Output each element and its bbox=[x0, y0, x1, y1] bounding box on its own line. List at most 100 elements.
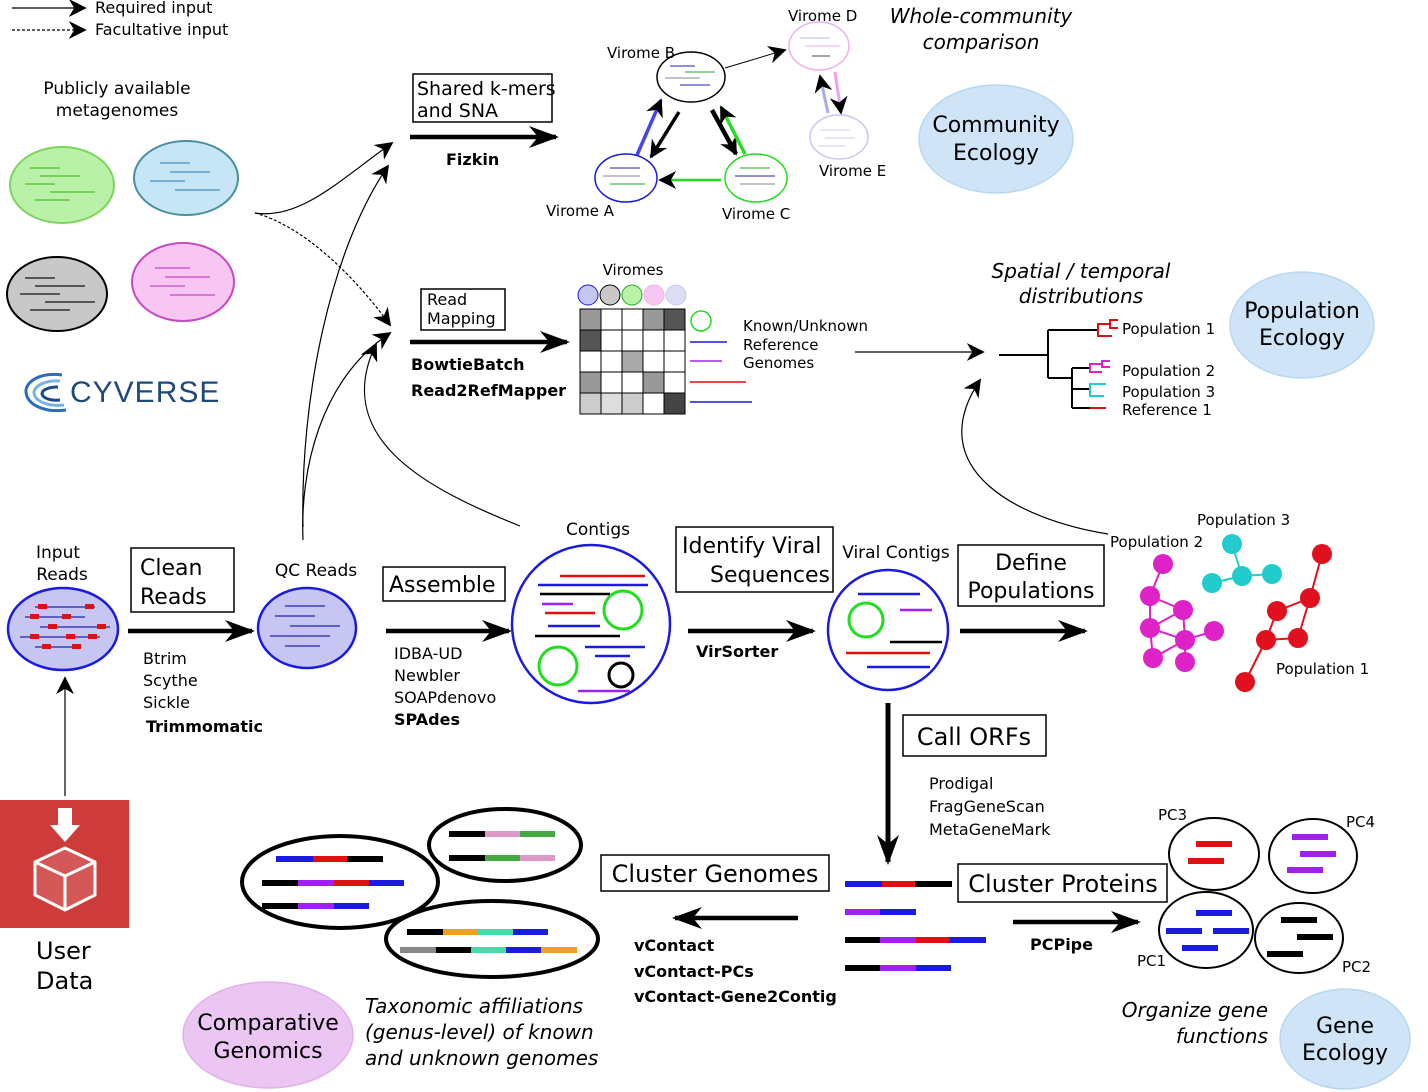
read-mapping-box[interactable] bbox=[420, 288, 506, 331]
genome-tool-3: vContact-Gene2Contig bbox=[634, 987, 837, 1006]
community-ecology-line1: Community bbox=[932, 113, 1059, 138]
matrix-cell bbox=[600, 371, 623, 394]
pc2-label: PC2 bbox=[1342, 958, 1371, 976]
ref-legend-line2: Reference bbox=[743, 336, 819, 354]
metagenome-blue bbox=[133, 140, 239, 216]
matrix-cell bbox=[642, 308, 665, 331]
populations-to-tree-arrow bbox=[961, 378, 1109, 535]
legend-required-label: Required input bbox=[95, 0, 212, 17]
orf-gene-set bbox=[845, 881, 986, 971]
virome-mapping-matrix bbox=[579, 308, 686, 415]
fizkin-box-line2: and SNA bbox=[417, 100, 498, 122]
clean-reads-line2: Reads bbox=[140, 585, 207, 610]
assemble-tool-4: SPAdes bbox=[394, 710, 460, 729]
population-ecology-line2: Ecology bbox=[1259, 326, 1345, 351]
contigs-label: Contigs bbox=[566, 520, 630, 540]
comparative-genomics-line2: Genomics bbox=[213, 1039, 322, 1064]
comparative-genomics-line1: Comparative bbox=[197, 1011, 339, 1036]
pc1-label: PC1 bbox=[1137, 952, 1166, 970]
tree-population-1: Population 1 bbox=[1122, 320, 1215, 338]
contigs-to-mapping-arrow bbox=[360, 342, 521, 527]
matrix-cell bbox=[663, 371, 686, 394]
fizkin-tool: Fizkin bbox=[446, 150, 499, 169]
virome-network: Virome B Virome A Virome C Virome D Viro… bbox=[546, 7, 886, 223]
qc-reads-node bbox=[256, 586, 358, 670]
cyverse-logo-text: CYVERSE bbox=[70, 376, 220, 409]
qc-to-fizkin-arrow bbox=[302, 164, 390, 528]
tree-population-2: Population 2 bbox=[1122, 362, 1215, 380]
define-line1: Define bbox=[995, 551, 1067, 576]
gene-ecology-bubble: Gene Ecology bbox=[1279, 988, 1411, 1090]
genome-tool-1: vContact bbox=[634, 936, 714, 955]
population-3-nodes bbox=[1202, 534, 1282, 593]
virome-c-label: Virome C bbox=[722, 205, 790, 223]
matrix-cell bbox=[579, 329, 602, 352]
user-data-line2: Data bbox=[36, 967, 93, 995]
community-ecology-line2: Ecology bbox=[953, 141, 1039, 166]
identify-viral-box[interactable] bbox=[675, 526, 834, 593]
matrix-cell bbox=[621, 371, 644, 394]
ref-legend-line3: Genomes bbox=[743, 354, 814, 372]
define-line2: Populations bbox=[967, 579, 1094, 604]
matrix-cell bbox=[579, 371, 602, 394]
fizkin-box[interactable] bbox=[412, 73, 553, 123]
matrix-cell bbox=[600, 392, 623, 415]
orf-tool-1: Prodigal bbox=[929, 774, 993, 793]
matrix-cell bbox=[621, 329, 644, 352]
taxonomic-line2: (genus-level) of known bbox=[365, 1020, 594, 1044]
input-reads-node bbox=[6, 586, 120, 672]
clean-tool-4: Trimmomatic bbox=[146, 717, 263, 736]
gene-ecology-line2: Ecology bbox=[1302, 1041, 1388, 1066]
matrix-cell bbox=[579, 308, 602, 331]
cluster-genomes-box[interactable] bbox=[600, 854, 830, 892]
matrix-cell bbox=[621, 392, 644, 415]
assemble-tool-3: SOAPdenovo bbox=[394, 688, 496, 707]
cluster-proteins-label: Cluster Proteins bbox=[968, 870, 1157, 898]
population-ecology-line1: Population bbox=[1244, 299, 1360, 324]
ref-legend-line1: Known/Unknown bbox=[743, 317, 868, 335]
network-population-3: Population 3 bbox=[1197, 511, 1290, 529]
whole-community-line2: comparison bbox=[923, 30, 1040, 54]
public-metagenomes: Publicly available metagenomes bbox=[6, 79, 239, 332]
mapping-tool-1: BowtieBatch bbox=[411, 355, 524, 374]
input-reads-line2: Reads bbox=[36, 565, 88, 585]
mapping-tool-2: Read2RefMapper bbox=[411, 381, 566, 400]
genome-tool-2: vContact-PCs bbox=[634, 962, 754, 981]
virome-a-label: Virome A bbox=[546, 202, 615, 220]
viral-contigs-label: Viral Contigs bbox=[842, 543, 950, 563]
metagenome-green bbox=[9, 146, 115, 224]
viromes-matrix-label: Viromes bbox=[603, 261, 664, 279]
identify-line1: Identify Viral bbox=[682, 534, 821, 559]
network-population-1: Population 1 bbox=[1276, 660, 1369, 678]
tree-population-3: Population 3 bbox=[1122, 383, 1215, 401]
population-network: Population 2 Population 3 Population 1 bbox=[1110, 511, 1369, 692]
pc3-label: PC3 bbox=[1158, 806, 1187, 824]
reference-genome-legend: Known/Unknown Reference Genomes bbox=[690, 310, 868, 403]
matrix-cell bbox=[621, 308, 644, 331]
cyverse-swoosh-icon bbox=[24, 372, 67, 413]
user-data: User Data bbox=[0, 800, 129, 995]
call-orfs-label: Call ORFs bbox=[917, 723, 1031, 751]
organize-line1: Organize gene bbox=[1122, 998, 1268, 1022]
cluster-genomes-label: Cluster Genomes bbox=[612, 860, 819, 888]
clean-reads-line1: Clean bbox=[140, 556, 202, 581]
cluster-proteins-box[interactable] bbox=[957, 863, 1168, 903]
define-populations-box[interactable] bbox=[957, 544, 1105, 607]
clean-reads-box[interactable] bbox=[130, 547, 235, 613]
identify-line2: Sequences bbox=[710, 563, 830, 588]
population-tree bbox=[999, 319, 1118, 409]
matrix-cell bbox=[621, 350, 644, 373]
assemble-box[interactable] bbox=[382, 566, 506, 602]
matrix-cell bbox=[663, 350, 686, 373]
metagenomes-label-line1: Publicly available bbox=[43, 79, 190, 99]
input-reads-line1: Input bbox=[36, 543, 80, 563]
metagenome-pink bbox=[131, 242, 235, 322]
clean-tool-2: Scythe bbox=[143, 671, 198, 690]
identify-tool: VirSorter bbox=[696, 642, 778, 661]
matrix-cell bbox=[663, 308, 686, 331]
assemble-tool-1: IDBA-UD bbox=[394, 644, 462, 663]
spatial-line1: Spatial / temporal bbox=[992, 259, 1171, 283]
matrix-cell bbox=[600, 329, 623, 352]
read-mapping-line1: Read bbox=[427, 290, 467, 309]
call-orfs-box[interactable] bbox=[902, 714, 1047, 757]
